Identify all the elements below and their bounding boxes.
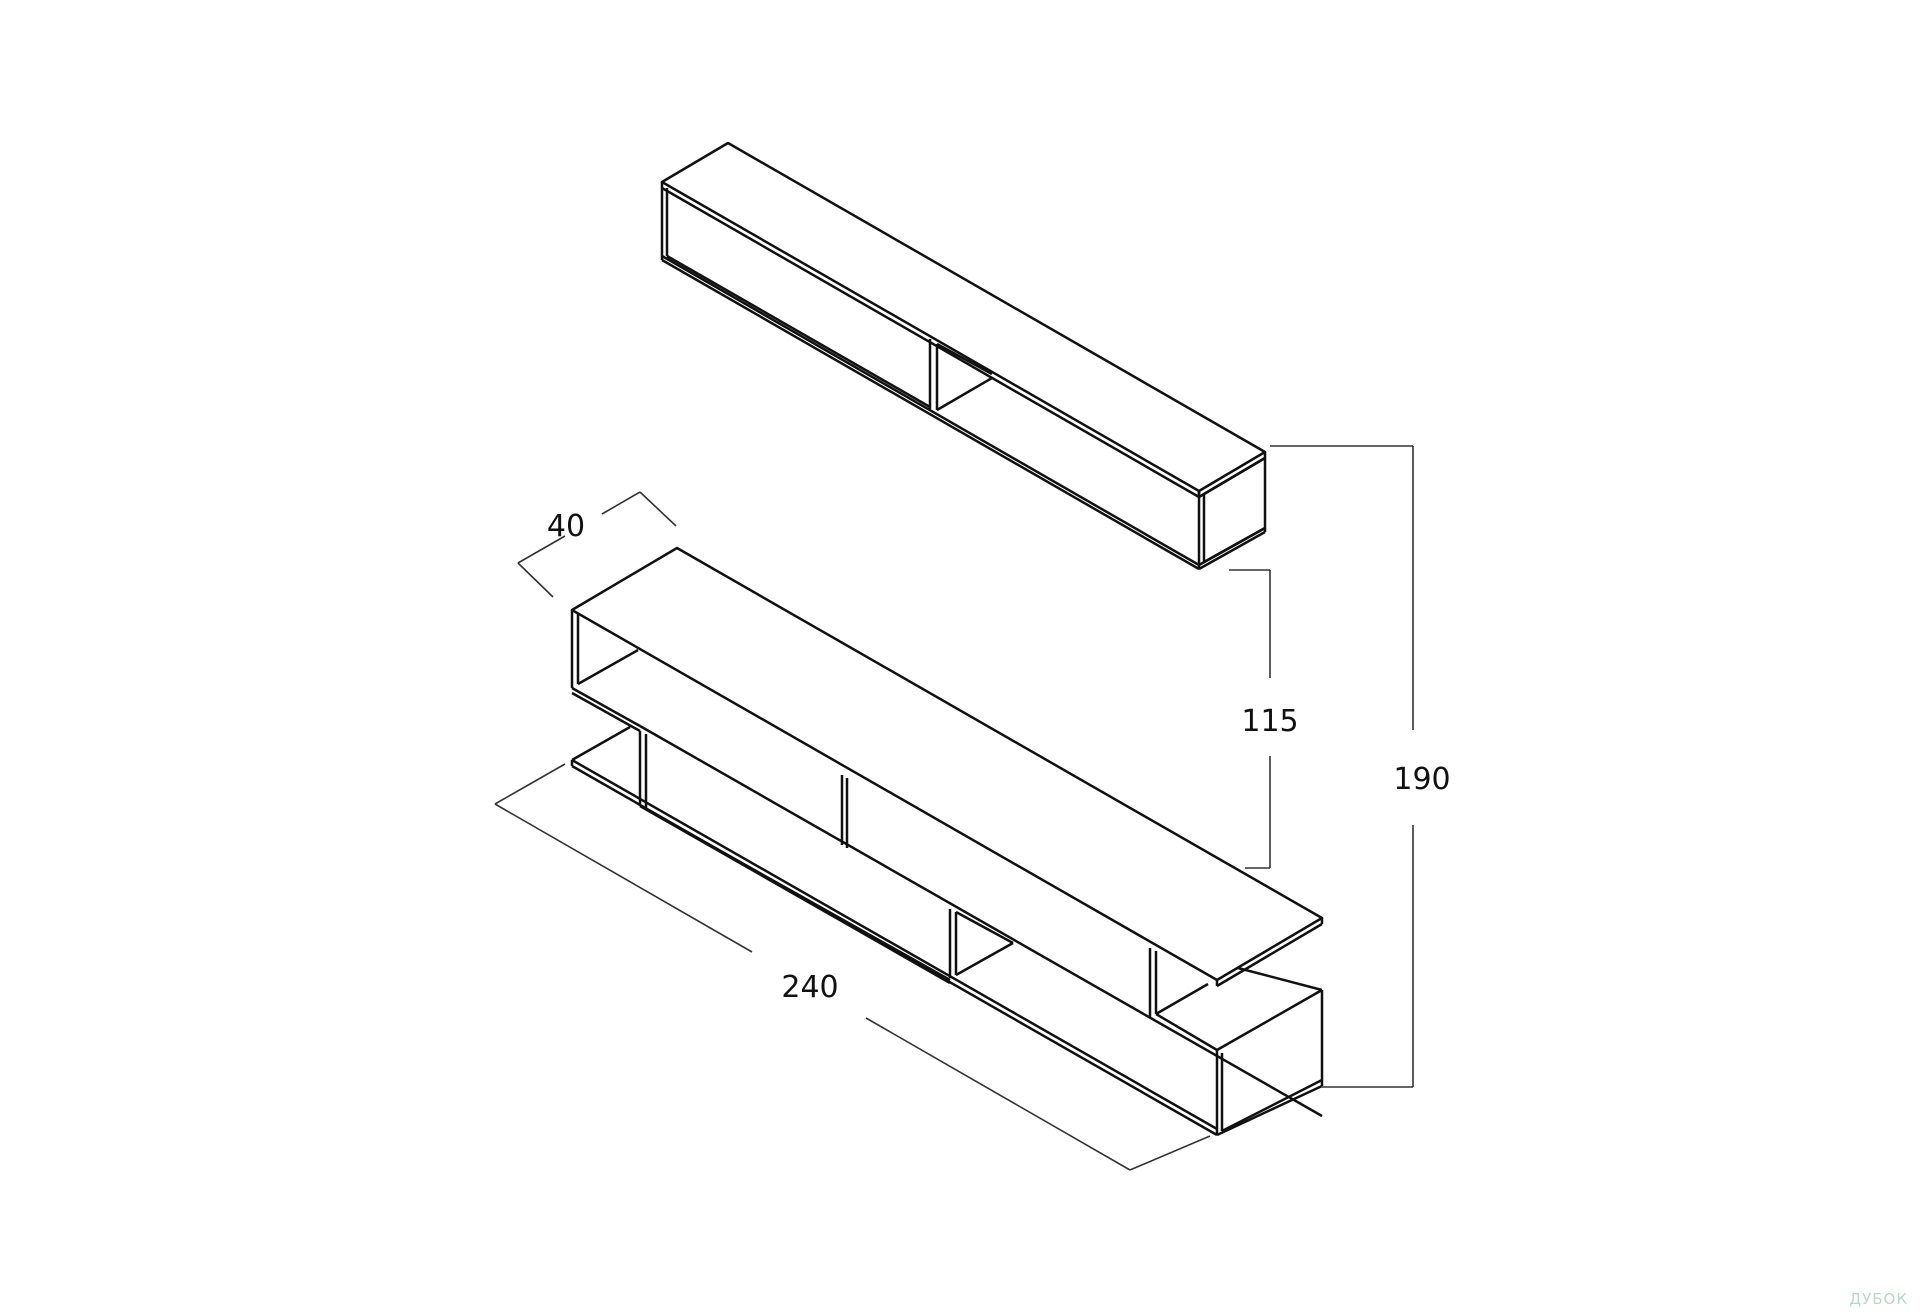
dimension-lines <box>494 445 1414 1171</box>
watermark-logo: ДУБОК <box>1849 1290 1908 1308</box>
width-label: 240 <box>781 970 838 1005</box>
depth-label: 40 <box>547 509 585 544</box>
tv-stand-top <box>570 546 1324 982</box>
wall-shelf <box>660 141 1267 571</box>
wall-shelf-top <box>660 141 1267 493</box>
shelf-gap-label: 115 <box>1241 704 1298 739</box>
width-dimension-line <box>494 763 1211 1171</box>
depth-dimension-line <box>517 491 677 598</box>
total-height-dimension-line <box>1270 445 1414 1088</box>
shelf-gap-dimension-line <box>1229 569 1271 869</box>
tv-stand <box>570 546 1324 1137</box>
total-height-label: 190 <box>1393 762 1450 797</box>
